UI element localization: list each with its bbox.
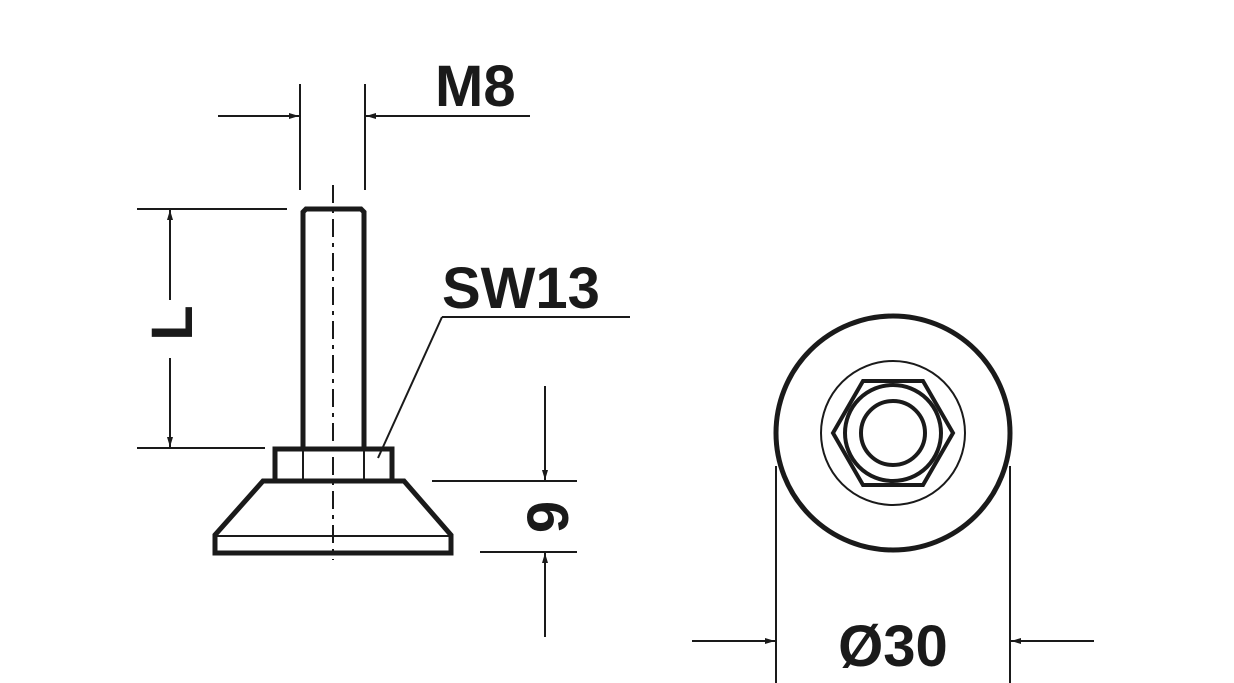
base-outline bbox=[773, 313, 1013, 553]
base-plate bbox=[212, 478, 454, 556]
hex-nut-top bbox=[830, 379, 956, 487]
top-view bbox=[773, 313, 1013, 553]
diameter-label: Ø30 bbox=[838, 614, 948, 679]
threaded-shaft bbox=[300, 206, 367, 448]
wrench-size-label: SW13 bbox=[442, 256, 600, 321]
length-label: L bbox=[140, 305, 205, 340]
thread-label: M8 bbox=[435, 54, 516, 119]
thread-dimension: M8 bbox=[218, 54, 530, 190]
length-dimension: L bbox=[137, 208, 287, 449]
wrench-size-callout: SW13 bbox=[377, 256, 630, 459]
base-height-label: 9 bbox=[516, 501, 581, 533]
diameter-dimension: Ø30 bbox=[692, 466, 1094, 683]
side-view bbox=[212, 185, 454, 560]
base-height-dimension: 9 bbox=[432, 386, 581, 637]
